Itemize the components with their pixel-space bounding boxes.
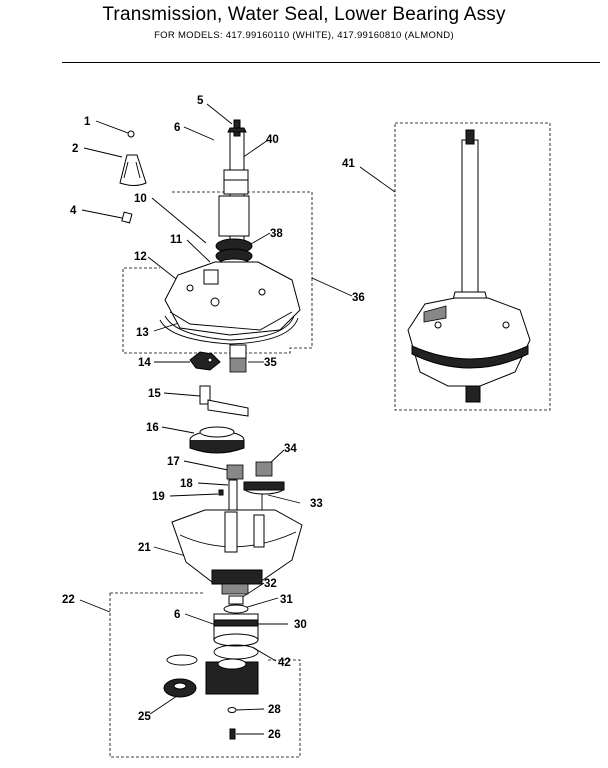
label-33: 33 xyxy=(310,498,323,510)
label-2: 2 xyxy=(72,143,78,155)
label-41: 41 xyxy=(342,158,355,170)
part-14-shift-fork xyxy=(189,351,221,371)
part-35-pinion xyxy=(229,344,247,373)
label-11: 11 xyxy=(170,234,183,246)
label-6-upper: 6 xyxy=(174,122,180,134)
label-34: 34 xyxy=(284,443,297,455)
label-18: 18 xyxy=(180,478,193,490)
label-16: 16 xyxy=(146,422,159,434)
label-14: 14 xyxy=(138,357,151,369)
part-34-pinion-gear xyxy=(243,461,285,495)
part-16-gear xyxy=(189,426,245,454)
part-36-upper-housing xyxy=(164,261,301,336)
label-17: 17 xyxy=(167,456,180,468)
label-4: 4 xyxy=(70,205,77,217)
part-17-gear xyxy=(226,464,244,480)
part-15-crank xyxy=(199,385,249,417)
label-35: 35 xyxy=(264,357,277,369)
label-15: 15 xyxy=(148,388,161,400)
part-26-screw xyxy=(229,728,236,740)
group-box-22 xyxy=(109,592,301,758)
label-21: 21 xyxy=(138,542,151,554)
part-21-gear-case xyxy=(171,509,303,595)
part-32-31-bearing-stack xyxy=(223,595,249,614)
label-30: 30 xyxy=(294,619,307,631)
label-6-lower: 6 xyxy=(174,609,180,621)
label-28: 28 xyxy=(268,704,281,716)
label-13: 13 xyxy=(136,327,149,339)
label-32: 32 xyxy=(264,578,277,590)
part-2-cap xyxy=(119,154,147,186)
part-42-mount xyxy=(205,658,259,695)
label-10: 10 xyxy=(134,193,147,205)
label-1: 1 xyxy=(84,116,91,128)
label-12: 12 xyxy=(134,251,147,263)
part-4-key xyxy=(121,211,133,224)
group-box-41 xyxy=(394,122,551,411)
label-42: 42 xyxy=(278,657,291,669)
leader-lines xyxy=(79,103,396,735)
part-1-clip xyxy=(127,130,135,138)
part-13-gasket xyxy=(159,315,299,345)
part-42-seal-ring xyxy=(213,644,259,660)
group-box-36 xyxy=(122,191,313,354)
header-rule xyxy=(62,62,600,63)
label-19: 19 xyxy=(152,491,165,503)
part-30-bearing-housing xyxy=(213,613,259,647)
diagram-title: Transmission, Water Seal, Lower Bearing … xyxy=(102,4,506,25)
part-25-nut-and-ring xyxy=(163,654,198,698)
label-22: 22 xyxy=(62,594,75,606)
label-31: 31 xyxy=(280,594,293,606)
label-36: 36 xyxy=(352,292,365,304)
part-41-assembled-transmission xyxy=(407,129,531,403)
label-38: 38 xyxy=(270,228,283,240)
models-subtitle: FOR MODELS: 417.99160110 (WHITE), 417.99… xyxy=(154,30,454,41)
label-25: 25 xyxy=(138,711,151,723)
label-5: 5 xyxy=(197,95,204,107)
part-labels: 1 2 4 5 6 40 41 10 11 38 12 36 13 14 35 … xyxy=(62,95,365,741)
part-28-washer xyxy=(227,707,237,713)
label-26: 26 xyxy=(268,729,281,741)
label-40: 40 xyxy=(266,134,279,146)
